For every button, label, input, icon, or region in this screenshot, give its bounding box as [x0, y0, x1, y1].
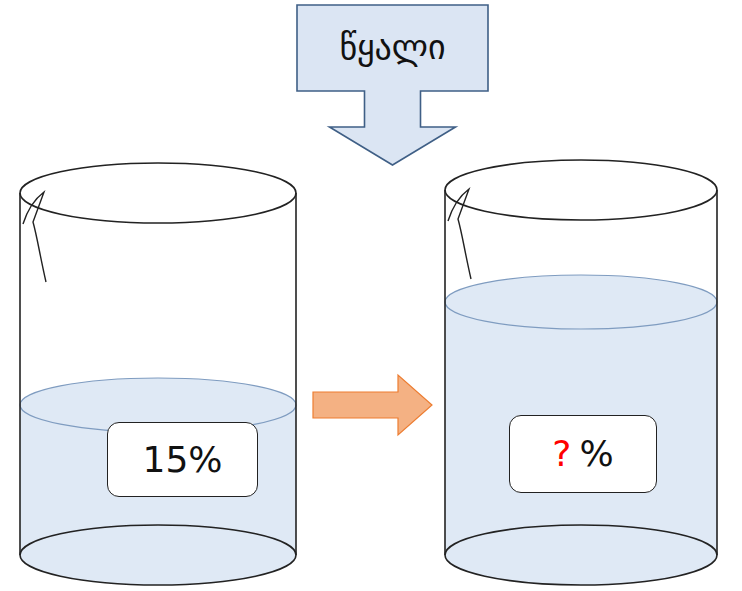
liquid-surface: [445, 275, 717, 329]
beaker-spout: [448, 189, 471, 279]
unknown-mark: ?: [552, 434, 571, 474]
callout-label: წყალი: [339, 29, 445, 66]
text-row: 15%: [142, 440, 222, 480]
callout-shape: [297, 5, 488, 165]
concentration-label: %: [579, 434, 613, 474]
beaker-wall: [19, 193, 21, 555]
beaker-bottom: [20, 525, 296, 585]
beaker-bottom: [445, 525, 717, 585]
label-box: 15%: [107, 422, 258, 497]
beaker-wall: [444, 190, 446, 555]
label-box: ?%: [509, 415, 657, 493]
beaker-rim: [445, 160, 717, 220]
callout-arrow-box: წყალი: [297, 5, 488, 167]
liquid: [20, 378, 296, 585]
concentration-label: 15%: [142, 440, 222, 480]
liquid: [445, 275, 717, 585]
text-row: ?%: [552, 434, 613, 474]
beaker-spout: [23, 192, 46, 282]
beaker-rim: [20, 163, 296, 223]
transfer-arrow: [313, 375, 432, 435]
beaker-wall: [716, 190, 718, 555]
beaker-wall: [295, 193, 297, 555]
text-row: წყალი: [339, 5, 445, 91]
